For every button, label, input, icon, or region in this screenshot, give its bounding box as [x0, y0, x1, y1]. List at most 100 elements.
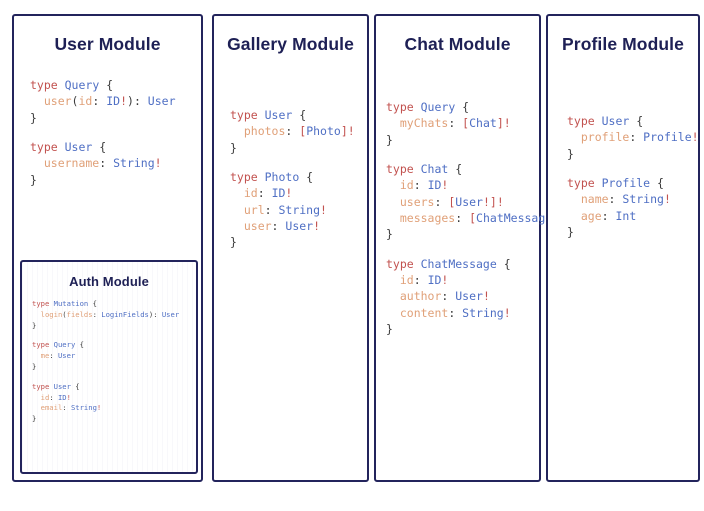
code-line: type User { — [30, 139, 201, 155]
auth-module-code: type Mutation { login(fields: LoginField… — [22, 299, 196, 425]
code-line: url: String! — [230, 202, 367, 218]
code-token: } — [32, 361, 37, 371]
code-block: type ChatMessage { id: ID! author: User!… — [386, 256, 539, 338]
code-line: user: User! — [230, 218, 367, 234]
code-token: } — [386, 132, 393, 147]
code-token: ID — [106, 94, 121, 109]
code-token: ! — [503, 305, 511, 320]
code-token: String — [278, 202, 321, 217]
code-token: content — [386, 305, 449, 320]
code-token: ! — [496, 194, 504, 209]
code-token: { — [496, 256, 511, 271]
code-token: } — [230, 140, 237, 155]
code-token: user — [30, 94, 72, 109]
gallery-module-code: type User { photos: [Photo]!}type Photo … — [214, 107, 367, 251]
code-token: ( — [71, 94, 79, 109]
code-line: type ChatMessage { — [386, 256, 539, 272]
spacer — [14, 55, 201, 77]
code-token: : — [92, 94, 107, 109]
code-token: ) — [148, 309, 154, 319]
code-line: } — [386, 132, 539, 148]
spacer — [548, 55, 698, 113]
code-token: User — [601, 114, 630, 128]
code-token: Photo — [306, 124, 341, 139]
code-token: [ — [462, 116, 470, 131]
code-token: User — [455, 194, 483, 209]
code-line: login(fields: LoginFields): User — [32, 310, 196, 321]
code-line: id: ID! — [32, 393, 196, 404]
code-token: ! — [285, 186, 293, 201]
code-token: ! — [313, 218, 321, 233]
code-token: : — [629, 130, 644, 145]
code-token: [ — [469, 210, 477, 225]
code-token: type — [32, 381, 54, 391]
code-line: } — [230, 234, 367, 250]
code-token: { — [292, 108, 307, 122]
code-token: ! — [691, 130, 699, 145]
code-block: type Photo { id: ID! url: String! user: … — [230, 169, 367, 251]
code-token: ] — [340, 124, 348, 139]
code-token: [ — [448, 194, 456, 209]
code-token: User — [53, 381, 71, 391]
code-token: : — [271, 218, 286, 233]
code-token: { — [75, 340, 84, 350]
code-token: ) — [127, 94, 134, 109]
code-token: } — [30, 172, 37, 187]
code-token: : — [455, 210, 470, 225]
code-token: Chat — [469, 116, 497, 131]
code-token: email — [32, 403, 63, 413]
code-token: ChatMessage — [420, 256, 497, 271]
code-token: String — [462, 305, 504, 320]
code-block: type Profile { name: String! age: Int} — [567, 175, 698, 240]
code-token: : — [264, 202, 279, 217]
code-token: String — [70, 403, 97, 413]
code-token: : — [448, 116, 463, 131]
card-auth-module[interactable]: Auth Module type Mutation { login(fields… — [20, 260, 198, 474]
code-token: ] — [489, 194, 497, 209]
code-token: } — [30, 110, 37, 125]
card-profile-module[interactable]: Profile Module type User { profile: Prof… — [546, 14, 700, 482]
code-token: } — [567, 224, 574, 239]
code-token: type — [30, 139, 65, 154]
code-token: users — [386, 194, 435, 209]
code-token: } — [32, 414, 37, 424]
code-token: : — [413, 178, 428, 193]
code-token: } — [386, 321, 393, 336]
code-token: type — [386, 100, 421, 114]
card-gallery-module[interactable]: Gallery Module type User { photos: [Phot… — [212, 14, 369, 482]
code-token: ! — [482, 194, 490, 209]
card-chat-module[interactable]: Chat Module type Query { myChats: [Chat]… — [374, 14, 566, 482]
code-token: user — [230, 218, 272, 233]
code-line: type User { — [32, 382, 196, 393]
code-token: type — [567, 175, 602, 190]
code-line: photos: [Photo]! — [230, 123, 367, 139]
chat-module-title: Chat Module — [404, 34, 511, 54]
code-token: : — [257, 186, 272, 201]
code-token: { — [92, 139, 107, 154]
code-line: id: ID! — [230, 185, 367, 201]
code-token: { — [455, 100, 470, 114]
code-token: User — [147, 94, 176, 109]
code-token: : — [608, 192, 623, 207]
code-block: type Chat { id: ID! users: [User!]! mess… — [386, 161, 566, 243]
code-token: type — [32, 340, 54, 350]
code-token: String — [622, 192, 664, 207]
code-token: username — [30, 156, 100, 171]
code-token: Mutation — [53, 299, 89, 308]
code-block: type Query { user(id: ID!): User} — [30, 77, 201, 126]
code-line: me: User — [32, 351, 196, 362]
code-token: type — [386, 161, 421, 176]
code-token: ID — [271, 186, 286, 201]
code-token: } — [230, 235, 237, 250]
code-token: : — [434, 194, 449, 209]
code-token: LoginFields — [101, 309, 149, 319]
code-token: : — [285, 124, 300, 139]
user-module-title: User Module — [54, 34, 161, 54]
code-token: Query — [53, 340, 76, 350]
code-line: } — [567, 146, 698, 162]
profile-module-title: Profile Module — [562, 34, 684, 54]
code-block: type Query { myChats: [Chat]!} — [386, 99, 539, 148]
card-user-module[interactable]: User Module type Query { user(id: ID!): … — [12, 14, 203, 482]
code-token: photos — [230, 124, 286, 139]
code-token: ] — [496, 116, 504, 131]
